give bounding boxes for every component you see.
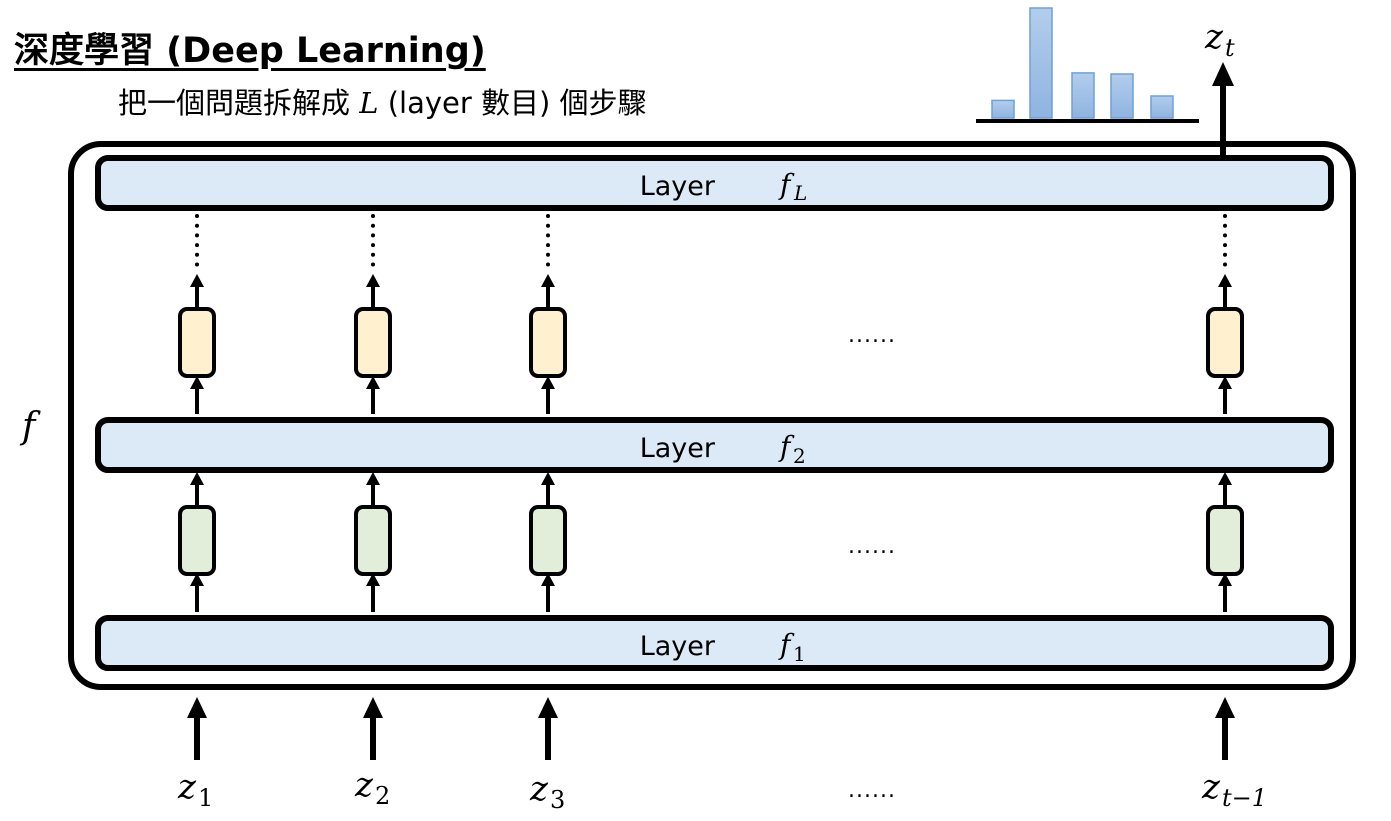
distribution-bar-5 (1150, 95, 1174, 119)
continuation-dot (195, 243, 199, 248)
subtitle-prefix: 把一個問題拆解成 (118, 86, 351, 120)
upper-hidden-node (529, 307, 567, 378)
upper-hidden-node (1206, 307, 1244, 378)
continuation-dot (371, 243, 375, 248)
layer-f-2: Layer f 2 (95, 417, 1334, 473)
layer-subscript: 2 (793, 444, 806, 468)
arrow-node-to-layer2-head (366, 472, 380, 485)
input-label-z3: z 3 (529, 769, 565, 814)
layer-f-1: Layer f 1 (95, 615, 1334, 671)
subtitle-variable: L (359, 86, 379, 120)
continuation-dot (195, 223, 199, 228)
ellipsis-lower: ...... (848, 534, 896, 559)
lower-hidden-node (529, 505, 567, 576)
arrow-layer2-to-node-head (1218, 376, 1232, 389)
input-label-z1: z 1 (177, 767, 213, 812)
continuation-dot (546, 262, 550, 267)
continuation-dot (546, 233, 550, 238)
input-subscript: t−1 (1222, 784, 1267, 812)
subtitle: 把一個問題拆解成 L (layer 數目) 個步驟 (118, 80, 647, 122)
input-symbol: z (177, 767, 197, 807)
subtitle-suffix: (layer 數目) 個步驟 (387, 86, 647, 120)
output-label-zt: z t (1204, 17, 1235, 62)
output-symbol: z (1204, 17, 1224, 57)
continuation-dot (546, 243, 550, 248)
continuation-dot (371, 252, 375, 257)
layer-f-L: Layer f L (95, 155, 1334, 211)
arrow-layer1-to-node-head (541, 573, 555, 586)
lower-hidden-node (178, 505, 216, 576)
input-symbol: z (1201, 767, 1221, 807)
input-arrow-head (363, 697, 383, 718)
arrow-layer2-to-node-head (190, 376, 204, 389)
layer-word: Layer (640, 631, 716, 662)
continuation-dot (195, 252, 199, 257)
arrow-node-to-layer2-head (190, 472, 204, 485)
input-subscript: 1 (198, 784, 213, 812)
output-arrow (1212, 62, 1234, 156)
layer-box (95, 615, 1334, 671)
arrow-layer1-to-node-head (366, 573, 380, 586)
continuation-dot (371, 233, 375, 238)
continuation-dot (371, 214, 375, 218)
input-subscript: 3 (550, 786, 565, 814)
ellipsis-upper: ...... (848, 323, 896, 348)
arrow-node-to-layer2-head (541, 472, 555, 485)
distribution-bar-1 (991, 99, 1015, 119)
layer-box (95, 155, 1334, 211)
input-arrow-head (538, 697, 558, 718)
lower-hidden-node (1206, 505, 1244, 576)
arrow-node-up-head (190, 274, 204, 287)
continuation-dot (1223, 262, 1227, 267)
columns (178, 214, 1244, 760)
arrow-node-up-head (541, 274, 555, 287)
continuation-dot (546, 223, 550, 228)
continuation-dot (371, 223, 375, 228)
distribution-bar-3 (1071, 72, 1095, 119)
distribution-bar-2 (1029, 7, 1053, 119)
continuation-dot (195, 233, 199, 238)
function-label: f (19, 406, 41, 447)
continuation-dot (1223, 252, 1227, 257)
continuation-dot (1223, 243, 1227, 248)
distribution-bar-4 (1110, 73, 1134, 119)
arrow-layer1-to-node-head (190, 573, 204, 586)
upper-hidden-node (178, 307, 216, 378)
continuation-dot (546, 214, 550, 218)
arrow-node-up-head (1218, 274, 1232, 287)
input-label-z2: z 2 (354, 765, 390, 810)
continuation-dot (1223, 233, 1227, 238)
layer-word: Layer (640, 171, 716, 202)
input-label-zt-1: z t−1 (1201, 767, 1267, 812)
output-distribution-chart (976, 7, 1199, 123)
continuation-dot (195, 214, 199, 218)
input-symbol: z (529, 769, 549, 809)
lower-hidden-node (354, 505, 392, 576)
input-subscript: 2 (375, 782, 390, 810)
arrow-node-up-head (366, 274, 380, 287)
ellipsis-inputs: ...... (848, 778, 896, 803)
arrow-layer2-to-node-head (366, 376, 380, 389)
layer-word: Layer (640, 433, 716, 464)
layer-subscript: 1 (793, 642, 806, 666)
continuation-dot (371, 262, 375, 267)
continuation-dot (1223, 223, 1227, 228)
layer-box (95, 417, 1334, 473)
arrow-layer2-to-node-head (541, 376, 555, 389)
output-subscript: t (1225, 34, 1235, 62)
continuation-dot (195, 262, 199, 267)
input-symbol: z (354, 765, 374, 805)
continuation-dot (546, 252, 550, 257)
function-box (68, 141, 1356, 690)
layer-subscript: L (793, 181, 807, 205)
arrow-layer1-to-node-head (1218, 573, 1232, 586)
arrow-node-to-layer2-head (1218, 472, 1232, 485)
upper-hidden-node (354, 307, 392, 378)
continuation-dot (1223, 214, 1227, 218)
page-title: 深度學習 (Deep Learning) (14, 31, 486, 71)
input-arrow-head (187, 697, 207, 718)
input-arrow-head (1215, 697, 1235, 718)
